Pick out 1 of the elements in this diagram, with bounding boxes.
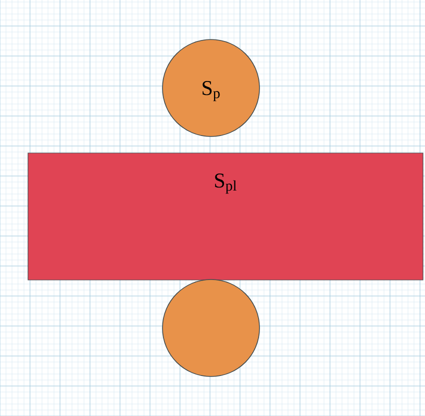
- circle-shape: [162, 279, 260, 377]
